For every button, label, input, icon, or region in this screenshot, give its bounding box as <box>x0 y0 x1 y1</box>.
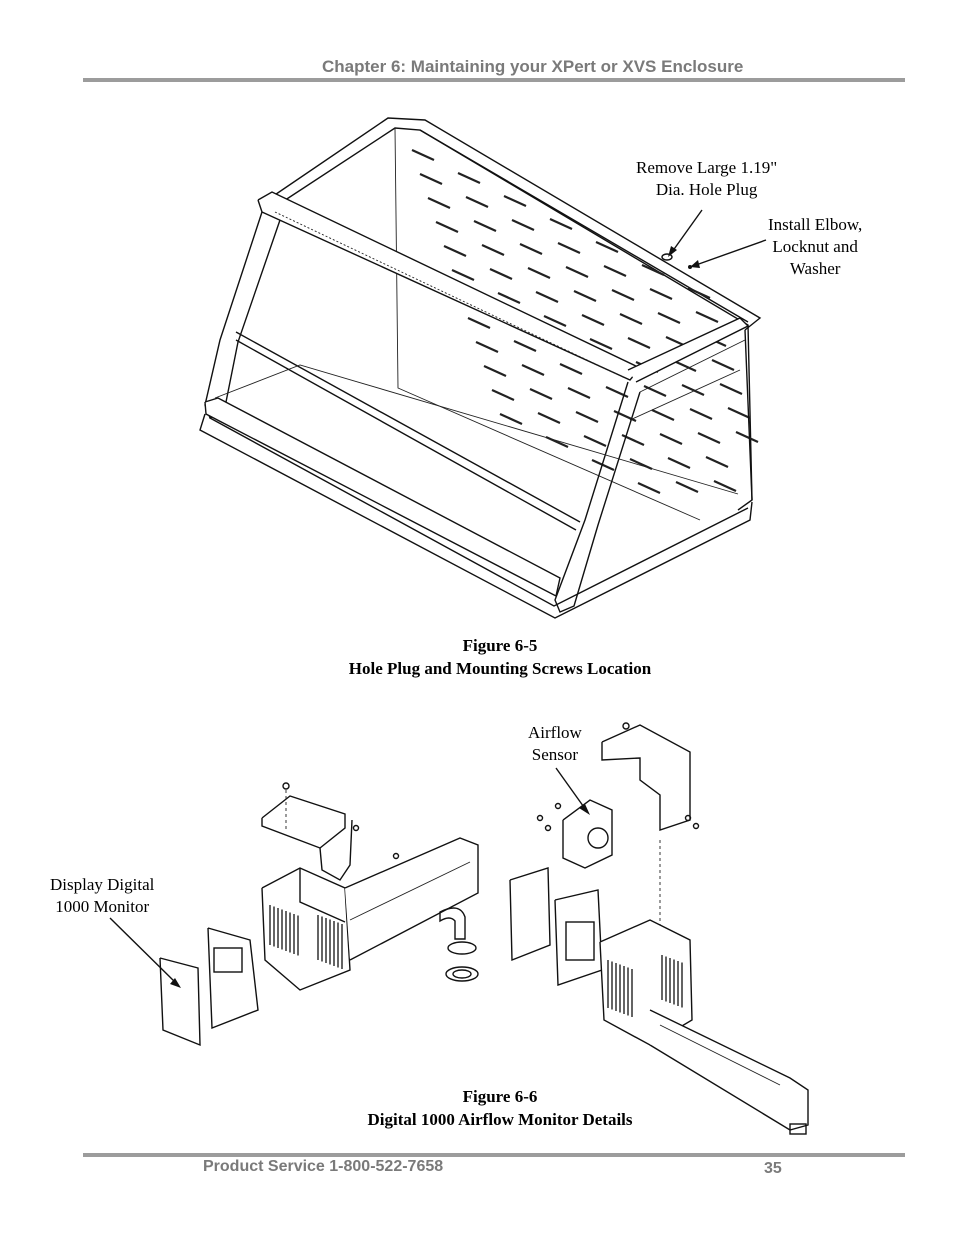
panel-slot <box>573 289 597 303</box>
panel-slot <box>427 196 451 210</box>
panel-slot <box>583 434 607 448</box>
panel-slot <box>521 363 545 377</box>
panel-slot <box>695 310 719 324</box>
airflow-sensor-callout: Airflow Sensor <box>528 722 582 766</box>
panel-slot <box>637 481 661 495</box>
panel-slot <box>667 456 691 470</box>
panel-slot <box>473 219 497 233</box>
panel-slot <box>411 148 435 162</box>
panel-slot <box>659 432 683 446</box>
panel-slot <box>727 406 751 420</box>
panel-slot <box>451 268 475 282</box>
elbow-callout: Install Elbow, Locknut and Washer <box>768 214 862 280</box>
panel-slot <box>713 479 737 493</box>
figure-6-6-label: Figure 6-6 <box>462 1087 538 1106</box>
figure-6-6-caption: Figure 6-6 Digital 1000 Airflow Monitor … <box>220 1085 780 1131</box>
panel-slot <box>591 458 615 472</box>
panel-slot <box>419 172 443 186</box>
panel-slot <box>465 195 489 209</box>
panel-slot <box>603 264 627 278</box>
chapter-header: Chapter 6: Maintaining your XPert or XVS… <box>322 57 744 76</box>
product-service-footer: Product Service 1-800-522-7658 <box>203 1158 444 1175</box>
hole-plug-callout-line1: Remove Large 1.19" <box>636 158 778 177</box>
hole-plug-callout-line2: Dia. Hole Plug <box>655 180 758 199</box>
panel-slot <box>529 387 553 401</box>
figure-6-5-label: Figure 6-5 <box>462 636 538 655</box>
panel-slot <box>675 480 699 494</box>
panel-slot <box>549 217 573 231</box>
panel-slot <box>527 266 551 280</box>
panel-slot <box>457 171 481 185</box>
panel-slot <box>673 359 697 373</box>
panel-slot <box>559 362 583 376</box>
monitor-callout-line1: Display Digital <box>50 875 155 894</box>
panel-slot <box>511 218 535 232</box>
panel-slot <box>575 410 599 424</box>
panel-slot <box>557 241 581 255</box>
panel-slot <box>497 291 521 305</box>
header-rule <box>83 78 905 82</box>
panel-slot <box>657 311 681 325</box>
panel-slot <box>467 316 491 330</box>
panel-slot <box>491 388 515 402</box>
panel-slot <box>681 383 705 397</box>
airflow-sensor-callout-line1: Airflow <box>528 723 582 742</box>
panel-slot <box>581 313 605 327</box>
panel-slot <box>481 243 505 257</box>
panel-slot <box>641 263 665 277</box>
monitor-callout-line2: 1000 Monitor <box>55 897 150 916</box>
panel-slot <box>543 314 567 328</box>
panel-slot <box>643 384 667 398</box>
elbow-callout-line2: Locknut and <box>772 237 858 256</box>
panel-slot <box>619 312 643 326</box>
figure-6-5-caption: Figure 6-5 Hole Plug and Mounting Screws… <box>220 634 780 680</box>
panel-slot <box>489 267 513 281</box>
panel-slot <box>565 265 589 279</box>
panel-slot <box>735 430 759 444</box>
panel-slot <box>611 288 635 302</box>
panel-slot <box>443 244 467 258</box>
elbow-callout-line3: Washer <box>789 259 841 278</box>
figure-6-5-title: Hole Plug and Mounting Screws Location <box>348 659 652 678</box>
panel-slot <box>537 411 561 425</box>
panel-slot <box>687 286 711 300</box>
panel-slot <box>705 455 729 469</box>
panel-slot <box>651 408 675 422</box>
panel-slot <box>499 412 523 426</box>
panel-slot <box>589 337 613 351</box>
panel-slot <box>567 386 591 400</box>
page-number: 35 <box>764 1160 782 1177</box>
panel-slot <box>475 340 499 354</box>
panel-slot <box>503 194 527 208</box>
panel-slot <box>435 220 459 234</box>
panel-slot <box>535 290 559 304</box>
panel-slot <box>519 242 543 256</box>
panel-slot <box>689 407 713 421</box>
airflow-sensor-callout-line2: Sensor <box>531 745 579 764</box>
panel-slot <box>697 431 721 445</box>
footer-rule <box>83 1153 905 1157</box>
panel-slot <box>513 339 537 353</box>
panel-slot <box>627 336 651 350</box>
hole-plug-callout: Remove Large 1.19" Dia. Hole Plug <box>636 157 777 201</box>
monitor-callout: Display Digital 1000 Monitor <box>50 874 154 918</box>
panel-slot <box>649 287 673 301</box>
figure-6-6-title: Digital 1000 Airflow Monitor Details <box>367 1110 633 1129</box>
panel-slot <box>595 240 619 254</box>
elbow-callout-line1: Install Elbow, <box>768 215 863 234</box>
panel-slot <box>711 358 735 372</box>
panel-slot <box>719 382 743 396</box>
panel-slot <box>483 364 507 378</box>
